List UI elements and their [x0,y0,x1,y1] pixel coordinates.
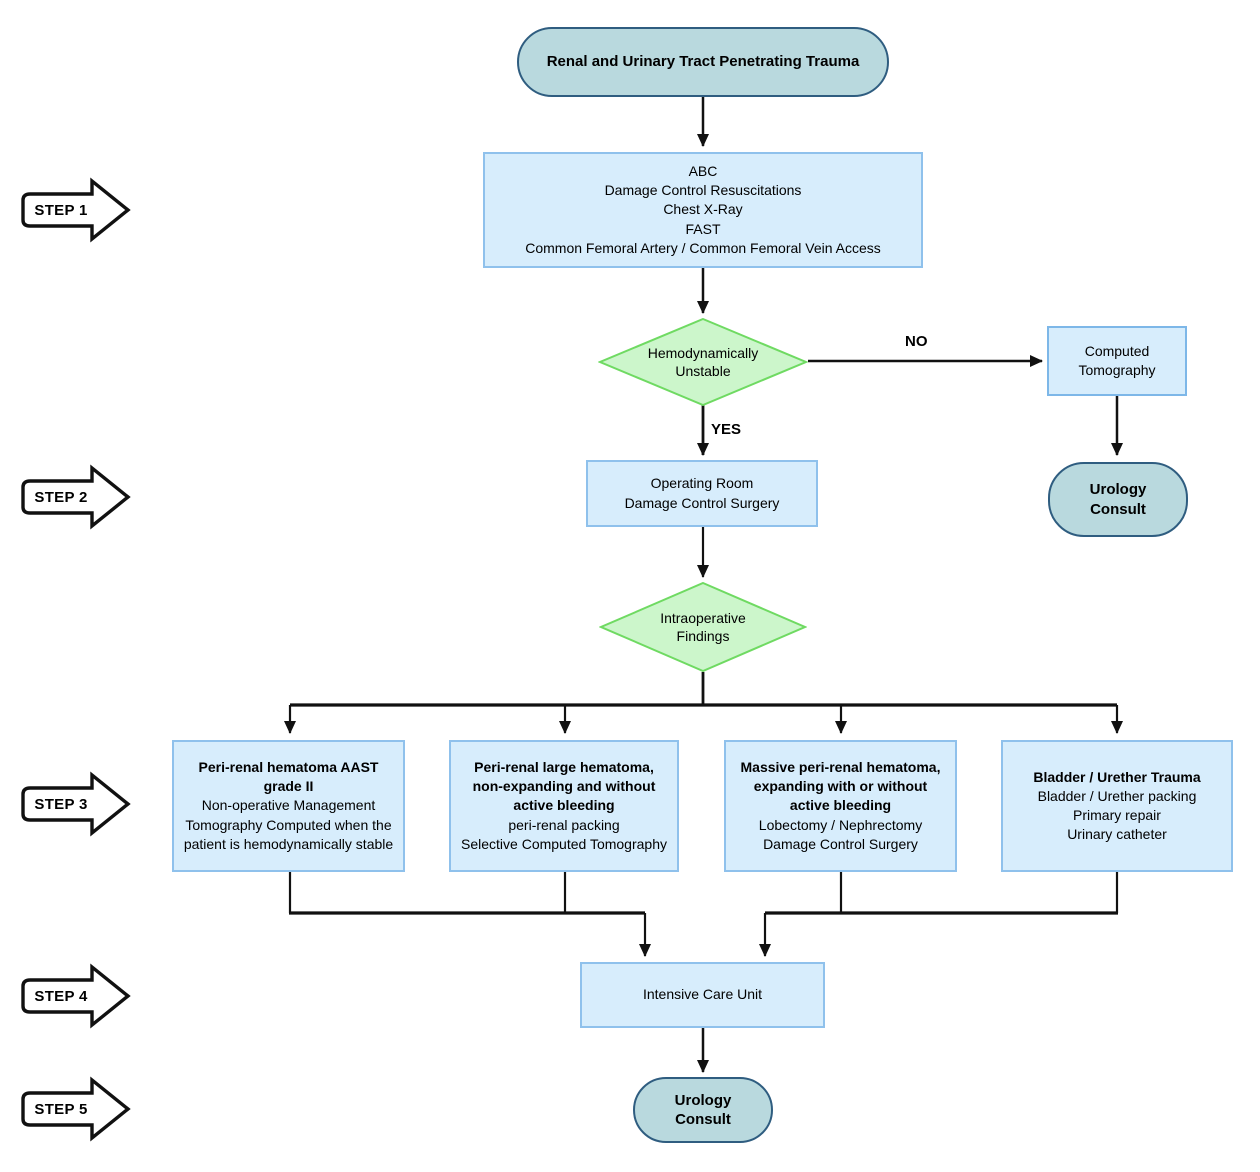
step-badge-3: STEP 3 [18,771,132,837]
urology-consult-bottom: Urology Consult [633,1077,773,1143]
diamond-shape [599,582,807,672]
ct-box: Computed Tomography [1047,326,1187,396]
step-badge-5: STEP 5 [18,1076,132,1142]
outcome-body: peri-renal packing Selective Computed To… [461,816,667,852]
outcome-body: Bladder / Urether packing Primary repair… [1037,787,1197,843]
or-box-label: Operating Room Damage Control Surgery [624,475,780,511]
outcome-title: Peri-renal large hematoma, non-expanding… [472,759,656,814]
step-badge-label: STEP 3 [34,795,88,813]
outcome-body: Non-operative Management Tomography Comp… [183,797,394,852]
step-badge-label: STEP 4 [34,987,88,1005]
decision-label: Hemodynamically Unstable [647,344,759,379]
step-arrow-shape [21,1076,131,1142]
start-node: Renal and Urinary Tract Penetrating Trau… [517,27,889,97]
step-arrow-shape [21,464,131,530]
outcome-box-1: Peri-renal hematoma AAST grade II Non-op… [172,740,405,872]
icu-box: Intensive Care Unit [580,962,825,1028]
resuscitation-line: FAST [685,220,721,237]
start-node-label: Renal and Urinary Tract Penetrating Trau… [546,53,860,71]
step-badge-label: STEP 5 [34,1100,88,1118]
urology-consult-label: Urology Consult [674,1091,732,1129]
resuscitation-line: Common Femoral Artery / Common Femoral V… [525,239,881,256]
resuscitation-line: Damage Control Resuscitations [604,182,802,199]
step-arrow-shape [21,963,131,1029]
urology-consult-right: Urology Consult [1048,462,1188,537]
decision-hemodynamically-unstable: Hemodynamically Unstable [598,318,808,406]
step-badge-2: STEP 2 [18,464,132,530]
edge-label-yes: YES [711,421,742,438]
resuscitation-line: ABC [688,162,718,179]
outcome-body: Lobectomy / Nephrectomy Damage Control S… [758,816,923,852]
resuscitation-box: ABC Damage Control Resuscitations Chest … [483,152,923,268]
diamond-shape [598,318,808,406]
decision-label: Intraoperative Findings [660,609,746,644]
outcome-box-3: Massive peri-renal hematoma, expanding w… [724,740,957,872]
step-badge-4: STEP 4 [18,963,132,1029]
resuscitation-line: Chest X-Ray [663,201,743,218]
icu-box-label: Intensive Care Unit [642,986,763,1003]
or-box: Operating Room Damage Control Surgery [586,460,818,527]
edge-label-no: NO [905,333,928,350]
decision-intraoperative-findings: Intraoperative Findings [599,582,807,672]
outcome-title: Massive peri-renal hematoma, expanding w… [740,759,941,814]
ct-box-label: Computed Tomography [1078,342,1156,378]
outcome-box-2: Peri-renal large hematoma, non-expanding… [449,740,679,872]
urology-consult-label: Urology Consult [1089,481,1147,518]
step-badge-1: STEP 1 [18,177,132,243]
step-arrow-shape [21,771,131,837]
step-badge-label: STEP 1 [34,201,88,219]
outcome-title: Peri-renal hematoma AAST grade II [198,759,379,795]
step-badge-label: STEP 2 [34,488,88,506]
outcome-title: Bladder / Urether Trauma [1033,768,1201,785]
step-arrow-shape [21,177,131,243]
outcome-box-4: Bladder / Urether Trauma Bladder / Ureth… [1001,740,1233,872]
